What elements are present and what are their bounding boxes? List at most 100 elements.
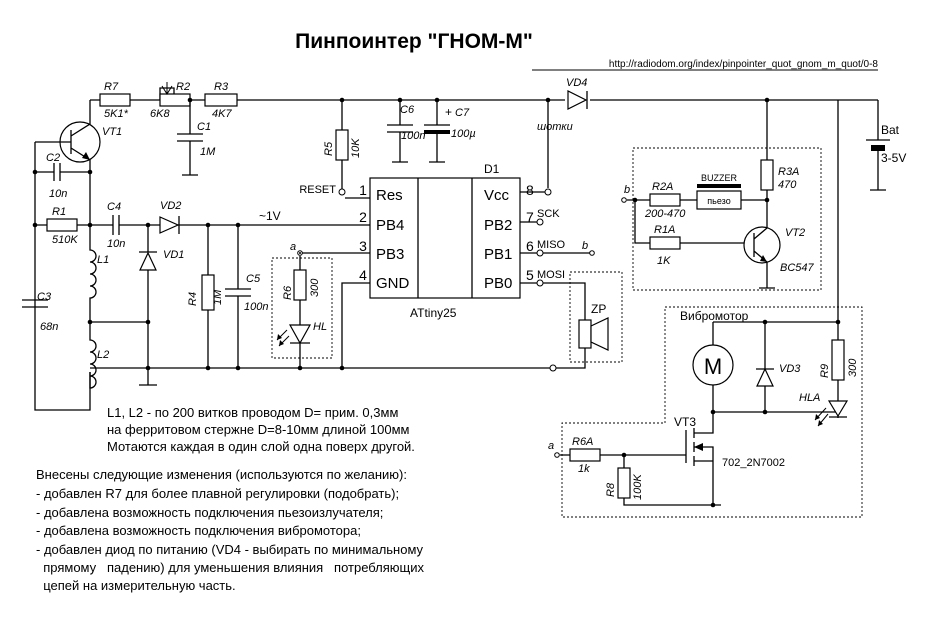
net-a-label: a xyxy=(290,241,296,253)
r1a-resistor xyxy=(649,236,681,250)
pin2-num: 2 xyxy=(359,209,367,225)
vd1-ref: VD1 xyxy=(163,249,184,261)
pin5-name: PB0 xyxy=(484,275,512,292)
l2-coil xyxy=(89,322,97,389)
r1a-ref: R1A xyxy=(654,224,675,236)
junction xyxy=(32,222,38,228)
motor-symbol xyxy=(692,344,734,386)
junction xyxy=(235,222,241,228)
r5-resistor xyxy=(335,129,349,161)
coil-note-line: L1, L2 - по 200 витков проводом D= прим.… xyxy=(107,405,398,420)
r4-resistor xyxy=(201,274,215,311)
pin1-name: Res xyxy=(376,187,403,204)
junction xyxy=(545,97,551,103)
buzzer-body xyxy=(696,190,742,210)
ic-ref: D1 xyxy=(484,162,500,176)
vt3-arrow xyxy=(694,443,703,451)
r4-value: 1M xyxy=(212,289,224,305)
junction xyxy=(187,97,193,103)
ic-part: ATtiny25 xyxy=(410,306,457,320)
pin4-name: GND xyxy=(376,275,410,292)
r7-value: 5K1* xyxy=(104,108,129,120)
c5-ref: C5 xyxy=(246,273,261,285)
vd4-note: шотки xyxy=(537,121,573,133)
c4-value: 10n xyxy=(107,238,125,250)
changes-note-line: - добавлена возможность подключения вибр… xyxy=(36,523,361,538)
battery-neg-plate xyxy=(871,145,885,151)
reset-label: RESET xyxy=(299,184,336,196)
r6a-ref: R6A xyxy=(572,436,593,448)
net-b-label: b xyxy=(582,240,588,252)
l1-coil xyxy=(89,225,97,322)
buzzer-body-label: пьезо xyxy=(707,196,730,206)
r6a-resistor xyxy=(569,448,601,462)
junction xyxy=(32,169,38,175)
pin7-num: 7 xyxy=(526,209,534,225)
c4-ref: C4 xyxy=(107,201,121,213)
buzzer-wires xyxy=(627,199,767,244)
r2-wiper-arrow xyxy=(161,82,173,95)
buzzer-top-plate xyxy=(697,184,741,188)
r2a-resistor xyxy=(649,193,681,207)
vt1-ref: VT1 xyxy=(102,126,122,138)
left-wire xyxy=(34,141,91,411)
c5-capacitor xyxy=(225,225,251,368)
junction xyxy=(205,365,211,371)
junction xyxy=(835,319,841,325)
junction xyxy=(145,365,151,371)
r2a-value: 200-470 xyxy=(644,208,686,220)
sck-terminal xyxy=(536,218,544,226)
vd3-diode xyxy=(756,367,774,387)
vd4-diode xyxy=(567,90,588,110)
vd3-ref: VD3 xyxy=(779,363,801,375)
r8-value: 100K xyxy=(632,474,644,500)
junction xyxy=(632,197,638,203)
junction xyxy=(764,97,770,103)
junction xyxy=(299,252,301,254)
c7-capacitor xyxy=(424,100,450,163)
zp-element xyxy=(578,319,592,349)
buzzer-ref: BUZZER xyxy=(701,173,738,183)
coil-note-line: Мотаются каждая в один слой одна поверх … xyxy=(107,439,415,454)
gnd-wire xyxy=(341,282,370,368)
vt2-emitter-arrow xyxy=(760,255,767,262)
changes-note-line: - добавлена возможность подключения пьез… xyxy=(36,505,383,520)
r6-ref: R6 xyxy=(282,285,294,300)
pin7-name: PB2 xyxy=(484,217,512,234)
hl-ray-arrows xyxy=(277,334,284,346)
r3a-ref: R3A xyxy=(778,166,799,178)
motor-dashed-block xyxy=(561,306,863,518)
c7-value: 100µ xyxy=(451,128,476,140)
buzzer-dashed-block xyxy=(632,147,822,291)
r6a-r8-wires xyxy=(560,454,705,506)
hl-ref: HL xyxy=(313,321,327,333)
c1-value: 1M xyxy=(200,146,216,158)
r6-resistor xyxy=(293,269,307,301)
vd2-diode xyxy=(159,216,180,234)
zp-wires xyxy=(543,282,586,369)
bat-value: 3-5V xyxy=(881,151,906,165)
c3-ref: C3 xyxy=(37,291,52,303)
signal-level: ~1V xyxy=(259,209,281,223)
bat-ref: Bat xyxy=(881,123,900,137)
pin4-num: 4 xyxy=(359,267,367,283)
r7-ref: R7 xyxy=(104,81,119,93)
ic-body xyxy=(369,177,521,299)
r2-value: 6K8 xyxy=(150,108,170,120)
source-url: http://radiodom.org/index/pinpointer_quo… xyxy=(609,59,879,70)
c4-capacitor xyxy=(112,215,120,235)
sck-label: SCK xyxy=(537,208,560,220)
vd2-ref: VD2 xyxy=(160,200,181,212)
buzzer-b-label: b xyxy=(624,184,630,196)
r6-value: 300 xyxy=(309,278,321,297)
r3-resistor xyxy=(204,93,238,107)
r6a-value: 1k xyxy=(578,463,590,475)
r2-resistor xyxy=(159,93,191,107)
r4-ref: R4 xyxy=(187,292,199,306)
c1-capacitor xyxy=(177,100,203,176)
vt2-part: BC547 xyxy=(780,262,815,274)
hl-dashed-block xyxy=(271,257,333,359)
junction xyxy=(339,365,345,371)
c7-neg-plate xyxy=(424,130,450,134)
changes-note-line: цепей на измерительную часть. xyxy=(36,578,236,593)
